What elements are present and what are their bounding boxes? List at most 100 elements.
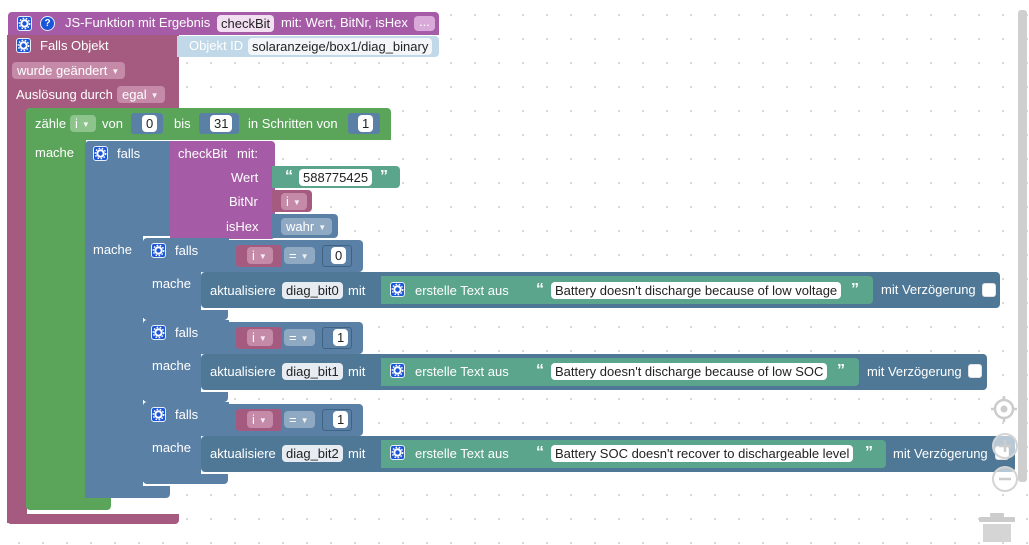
compare-var-dropdown[interactable]: i▼ xyxy=(247,329,273,346)
function-arg-bitnr-dropdown[interactable]: i▼ xyxy=(281,193,307,210)
quote-open-icon: “ xyxy=(536,281,544,298)
help-icon[interactable]: ? xyxy=(40,16,55,31)
compare-num-field[interactable]: 1 xyxy=(333,411,349,428)
message-field[interactable]: Battery SOC doesn't recover to discharge… xyxy=(551,445,854,462)
update-label: aktualisiere xyxy=(210,283,276,298)
chevron-down-icon: ▼ xyxy=(300,416,309,425)
inner-if-footer xyxy=(143,474,228,484)
target-icon[interactable] xyxy=(990,395,1018,423)
compare-num-field[interactable]: 0 xyxy=(331,247,347,264)
inner-if-footer xyxy=(143,310,228,320)
update-target-field[interactable]: diag_bit2 xyxy=(282,445,343,462)
delay-label: mit Verzögerung xyxy=(867,364,962,379)
vertical-scrollbar[interactable] xyxy=(1018,10,1027,482)
loop-label: zähle xyxy=(35,116,67,131)
function-call-name: checkBit xyxy=(178,146,228,161)
object-id-field[interactable]: solaranzeige/box1/diag_binary xyxy=(248,38,433,55)
message-field[interactable]: Battery doesn't discharge because of low… xyxy=(551,363,828,380)
gear-icon[interactable] xyxy=(16,38,31,53)
compare-num-field[interactable]: 1 xyxy=(333,329,349,346)
gear-icon[interactable] xyxy=(151,243,166,258)
text-join-label: erstelle Text aus xyxy=(415,446,509,461)
trigger-source-dropdown[interactable]: egal▼ xyxy=(117,86,165,103)
compare-var-value: i xyxy=(252,248,255,263)
trigger-source-value: egal xyxy=(122,87,147,102)
function-name-field[interactable]: checkBit xyxy=(217,15,275,32)
update-target-field[interactable]: diag_bit1 xyxy=(282,363,343,380)
update-mit-label: mit xyxy=(348,446,366,461)
function-title: JS-Funktion mit Ergebnis xyxy=(65,15,211,30)
text-join-label: erstelle Text aus xyxy=(415,283,509,298)
zoom-out-icon[interactable] xyxy=(992,466,1018,492)
function-call-block[interactable] xyxy=(170,141,275,239)
delay-checkbox[interactable] xyxy=(968,364,982,378)
chevron-down-icon: ▼ xyxy=(258,334,267,343)
zoom-in-icon[interactable] xyxy=(992,433,1018,459)
function-params: mit: Wert, BitNr, isHex xyxy=(281,15,408,30)
chevron-down-icon: ▼ xyxy=(258,416,267,425)
function-arg-wert-field[interactable]: 588775425 xyxy=(299,169,373,186)
compare-op-dropdown[interactable]: =▼ xyxy=(284,411,315,428)
loop-to-field[interactable]: 31 xyxy=(210,115,233,132)
inner-if-do-label: mache xyxy=(152,276,192,291)
gear-icon[interactable] xyxy=(390,445,405,460)
quote-close-icon: ” xyxy=(380,168,388,185)
object-id-label: Objekt ID xyxy=(189,38,244,53)
gear-icon[interactable] xyxy=(390,363,405,378)
loop-step-label: in Schritten von xyxy=(248,116,338,131)
delay-checkbox[interactable] xyxy=(982,283,996,297)
loop-from-label: von xyxy=(102,116,123,131)
trigger-condition-dropdown[interactable]: wurde geändert▼ xyxy=(12,62,126,79)
chevron-down-icon: ▼ xyxy=(150,91,159,100)
inner-if-label: falls xyxy=(175,407,199,422)
compare-op-value: = xyxy=(289,412,297,427)
gear-icon[interactable] xyxy=(390,282,405,297)
trigger-condition-value: wurde geändert xyxy=(17,63,108,78)
quote-close-icon: ” xyxy=(865,444,873,461)
update-mit-label: mit xyxy=(348,364,366,379)
function-call-mit: mit: xyxy=(237,146,258,161)
function-arg-ishex-label: isHex xyxy=(226,219,259,234)
delay-label: mit Verzögerung xyxy=(893,446,988,461)
outer-if-do-label: mache xyxy=(93,242,133,257)
inner-if-label: falls xyxy=(175,325,199,340)
loop-var-dropdown[interactable]: i▼ xyxy=(70,115,96,132)
compare-op-dropdown[interactable]: =▼ xyxy=(284,329,315,346)
inner-if-do-label: mache xyxy=(152,440,192,455)
outer-if-label: falls xyxy=(117,146,141,161)
trigger-block-spine xyxy=(7,35,27,523)
compare-op-value: = xyxy=(289,330,297,345)
message-field[interactable]: Battery doesn't discharge because of low… xyxy=(551,282,842,299)
trigger-source-label: Auslösung durch xyxy=(16,87,113,102)
function-arg-bitnr-label: BitNr xyxy=(229,194,258,209)
function-more-button[interactable]: ... xyxy=(414,15,435,31)
chevron-down-icon: ▼ xyxy=(81,120,90,129)
compare-var-value: i xyxy=(252,412,255,427)
loop-step-field[interactable]: 1 xyxy=(358,115,374,132)
gear-icon[interactable] xyxy=(151,407,166,422)
trigger-label: Falls Objekt xyxy=(40,38,109,53)
loop-var-value: i xyxy=(75,116,78,131)
loop-block-footer xyxy=(26,498,111,510)
gear-icon[interactable] xyxy=(151,325,166,340)
compare-op-dropdown[interactable]: =▼ xyxy=(284,247,315,264)
text-join-label: erstelle Text aus xyxy=(415,364,509,379)
gear-icon[interactable] xyxy=(93,146,108,161)
chevron-down-icon: ▼ xyxy=(111,67,120,76)
quote-close-icon: ” xyxy=(851,281,859,298)
update-mit-label: mit xyxy=(348,283,366,298)
update-label: aktualisiere xyxy=(210,364,276,379)
function-arg-ishex-dropdown[interactable]: wahr▼ xyxy=(281,218,333,235)
chevron-down-icon: ▼ xyxy=(300,334,309,343)
quote-open-icon: “ xyxy=(285,168,293,185)
compare-var-dropdown[interactable]: i▼ xyxy=(247,411,273,428)
function-arg-bitnr-value: i xyxy=(286,194,289,209)
loop-from-field[interactable]: 0 xyxy=(142,115,158,132)
quote-open-icon: “ xyxy=(536,362,544,379)
chevron-down-icon: ▼ xyxy=(300,252,309,261)
loop-to-label: bis xyxy=(174,116,191,131)
update-target-field[interactable]: diag_bit0 xyxy=(282,282,343,299)
trash-icon[interactable] xyxy=(976,512,1018,542)
gear-icon[interactable] xyxy=(17,16,32,31)
compare-var-dropdown[interactable]: i▼ xyxy=(247,247,273,264)
